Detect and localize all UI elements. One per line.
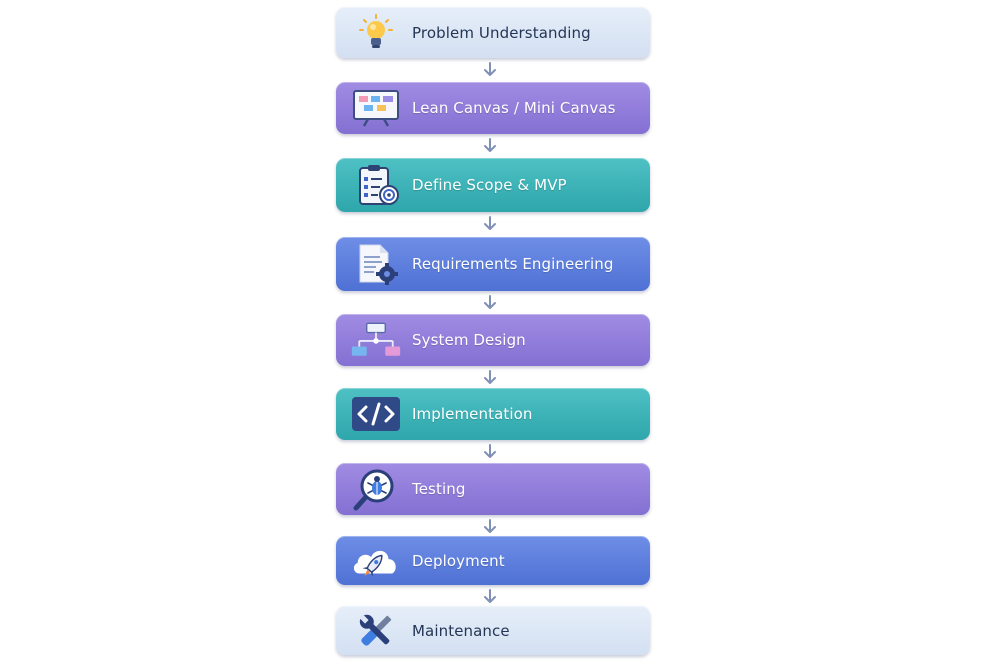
step-system-design: System Design <box>336 314 650 366</box>
cloud-rocket-icon <box>350 540 402 582</box>
down-arrow-icon <box>484 370 496 384</box>
step-problem-understanding: Problem Understanding <box>336 7 650 58</box>
step-implementation: Implementation <box>336 388 650 440</box>
down-arrow-icon <box>484 519 496 533</box>
step-label: Testing <box>412 480 466 498</box>
flowchart-icon <box>350 319 402 361</box>
step-define-scope-mvp: Define Scope & MVP <box>336 158 650 212</box>
step-label: Problem Understanding <box>412 23 591 42</box>
step-label: Lean Canvas / Mini Canvas <box>412 99 616 117</box>
down-arrow-icon <box>484 295 496 309</box>
step-label: Implementation <box>412 405 533 423</box>
step-lean-canvas: Lean Canvas / Mini Canvas <box>336 82 650 134</box>
step-testing: Testing <box>336 463 650 515</box>
down-arrow-icon <box>484 216 496 230</box>
magnifier-bug-icon <box>350 468 402 511</box>
code-brackets-icon <box>350 393 402 435</box>
document-gear-icon <box>350 243 402 285</box>
step-label: Requirements Engineering <box>412 255 614 273</box>
wrench-screwdriver-icon <box>350 610 402 652</box>
down-arrow-icon <box>484 589 496 603</box>
clipboard-target-icon <box>350 164 402 206</box>
down-arrow-icon <box>484 444 496 458</box>
step-requirements-engineering: Requirements Engineering <box>336 237 650 291</box>
step-label: Maintenance <box>412 621 510 640</box>
step-label: Deployment <box>412 551 505 570</box>
lightbulb-icon <box>350 12 402 54</box>
down-arrow-icon <box>484 62 496 76</box>
step-maintenance: Maintenance <box>336 606 650 655</box>
step-deployment: Deployment <box>336 536 650 585</box>
down-arrow-icon <box>484 138 496 152</box>
step-label: Define Scope & MVP <box>412 176 567 194</box>
canvas-board-icon <box>350 87 402 129</box>
step-label: System Design <box>412 331 526 349</box>
